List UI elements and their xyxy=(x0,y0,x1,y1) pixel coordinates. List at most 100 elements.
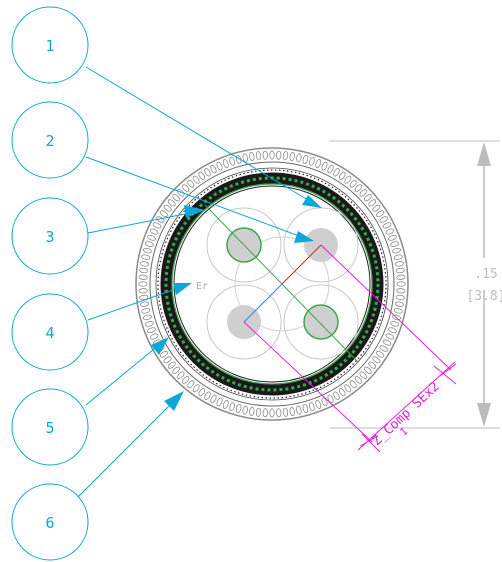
leader-3 xyxy=(87,210,201,234)
braid-strand xyxy=(354,184,362,192)
braid-strand xyxy=(167,361,176,369)
dimension-value-alt: [3.8] xyxy=(466,289,502,304)
braid-strand xyxy=(276,408,282,418)
braid-strand xyxy=(144,320,154,327)
callout-label: 6 xyxy=(45,514,54,532)
braid-strand xyxy=(140,261,150,267)
braid-strand xyxy=(229,402,236,412)
braid-strand xyxy=(269,408,275,418)
leader-3-arrow-icon xyxy=(184,205,205,218)
braid-strand xyxy=(192,175,200,184)
braid-strand xyxy=(308,402,315,412)
braid-strand xyxy=(396,288,406,294)
outer-jacket xyxy=(135,147,409,421)
braid-strand xyxy=(388,234,397,241)
leader-4 xyxy=(87,284,188,321)
dimension-arrow-up-icon xyxy=(477,142,491,166)
pair-label: Z_Comp SEx2 xyxy=(369,379,442,449)
braid-strand xyxy=(338,388,346,397)
braid-strand xyxy=(139,294,149,301)
leader-4-arrow-icon xyxy=(173,283,192,295)
braid-strand xyxy=(372,204,381,212)
braid-strand xyxy=(394,301,404,307)
braid-strand xyxy=(182,184,190,192)
braid-strand xyxy=(385,228,395,235)
leader-2-arrow-icon xyxy=(294,231,314,243)
braid-ring xyxy=(138,150,406,418)
callout-4: 4 xyxy=(11,293,89,371)
braid-strand xyxy=(392,247,402,254)
braid-strand xyxy=(163,204,172,212)
braid-strand xyxy=(396,281,406,287)
braid-strand xyxy=(282,407,289,417)
braid-strand xyxy=(242,153,248,163)
braid-strand xyxy=(327,394,334,404)
pair-tick-4 xyxy=(361,433,381,453)
pair-sublabel: I xyxy=(399,426,411,438)
braid-strand xyxy=(276,150,282,160)
braid-strand xyxy=(177,189,185,197)
braid-strand xyxy=(255,407,262,417)
braid-strand xyxy=(394,261,404,267)
leader-1 xyxy=(85,66,319,207)
callout-label: 1 xyxy=(45,37,54,55)
braid-strand xyxy=(147,327,156,334)
callout-leaders xyxy=(77,66,322,498)
leader-2 xyxy=(85,156,311,241)
braid-strand xyxy=(222,400,229,409)
braid-strand xyxy=(187,179,195,188)
core-insulation-bottom-left xyxy=(206,284,282,360)
braid-strand xyxy=(140,301,150,307)
braid-strand xyxy=(159,210,168,218)
braid-strand xyxy=(229,156,236,166)
braid-strand xyxy=(321,397,328,407)
braid-strand xyxy=(269,150,275,160)
pair-extension-2 xyxy=(320,244,452,371)
braid-strand xyxy=(204,391,211,400)
callout-circle xyxy=(11,6,89,84)
braid-strand xyxy=(282,151,289,161)
braid-strand xyxy=(344,384,352,393)
braid-inner-edge xyxy=(149,161,395,407)
conductor-bottom-right xyxy=(303,304,339,340)
braid-strand xyxy=(204,168,211,177)
braid-strand xyxy=(327,164,334,174)
braid-strand xyxy=(192,384,200,393)
braid-strand xyxy=(395,267,405,274)
braid-strand xyxy=(144,241,154,248)
pair-line-blue xyxy=(243,283,283,323)
pair-dimension-line xyxy=(357,361,456,451)
er-label: Er xyxy=(196,281,208,292)
braid-strand xyxy=(379,216,388,223)
braid-strand xyxy=(216,161,223,171)
braid-strand xyxy=(349,380,357,389)
braid-strand xyxy=(333,168,340,177)
braid-strand xyxy=(368,361,377,369)
braid-strand xyxy=(376,350,385,358)
callout-circle xyxy=(11,483,89,561)
pair-tick-3 xyxy=(433,365,457,385)
pair-extension-1 xyxy=(243,321,373,443)
braid-strand xyxy=(249,406,255,416)
braid-strand xyxy=(393,254,403,260)
callout-circle xyxy=(11,101,89,179)
braid-strand xyxy=(242,405,248,415)
braid-strand xyxy=(354,376,362,384)
callout-5: 5 xyxy=(11,388,89,466)
braid-strand xyxy=(390,320,400,327)
braid-strand xyxy=(216,397,223,407)
callout-circle xyxy=(11,388,89,466)
filler-center xyxy=(234,236,330,332)
braid-strand xyxy=(368,199,377,207)
pair-tick-2 xyxy=(439,363,457,377)
braid-strand xyxy=(182,376,190,384)
leader-5 xyxy=(85,339,166,406)
braid-strand xyxy=(147,234,156,241)
braid-strand xyxy=(141,308,151,314)
braid-strand xyxy=(344,175,352,184)
core-insulation-top-left xyxy=(206,207,282,283)
callout-2: 2 xyxy=(11,101,89,179)
braid-strand xyxy=(235,404,242,414)
core-insulation-top-right xyxy=(283,207,359,283)
braid-strand xyxy=(198,171,206,180)
